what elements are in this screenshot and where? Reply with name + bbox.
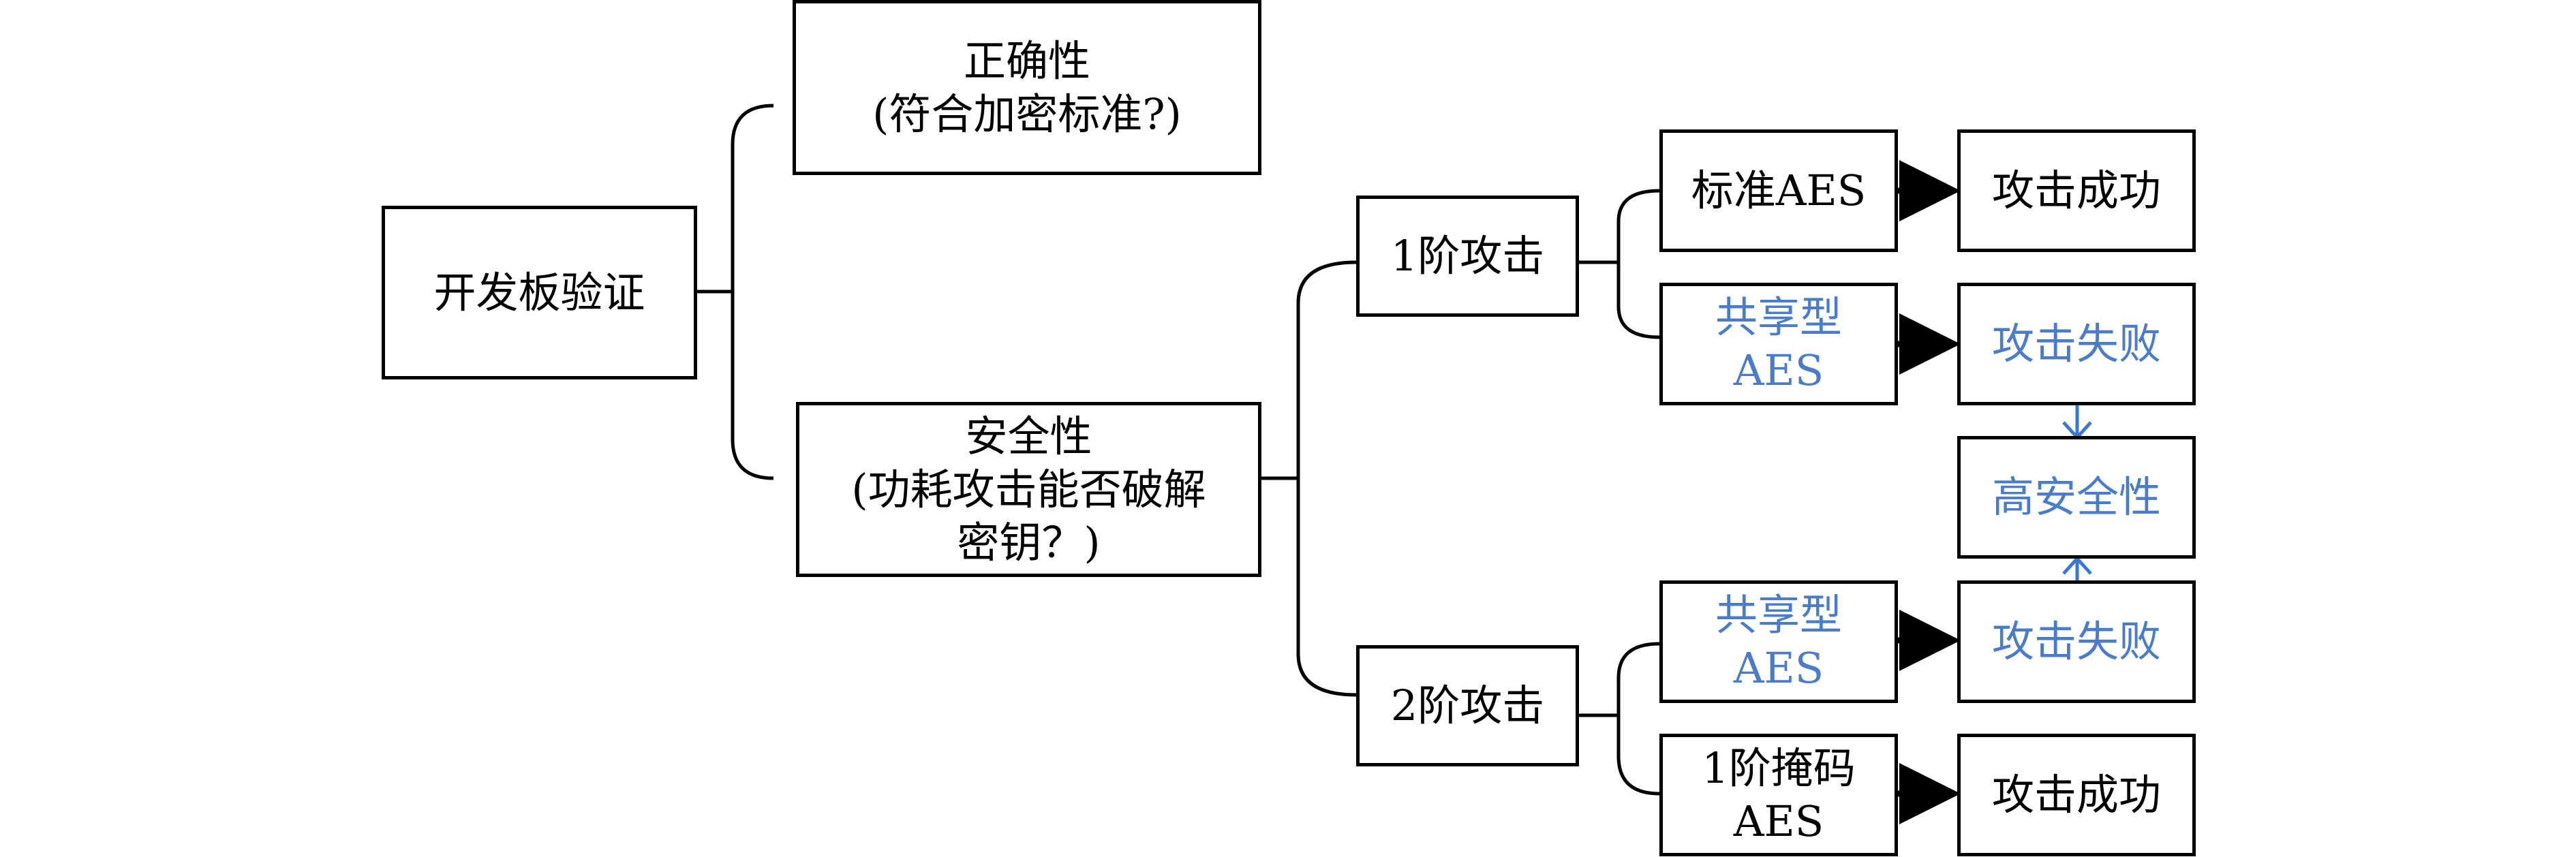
node-std-aes-text: 标准AES — [1691, 166, 1867, 215]
node-correctness-title: 正确性 — [963, 35, 1090, 86]
node-result-fail-1: 攻击失败 — [1957, 283, 2196, 405]
attack2-branch-connector — [1578, 642, 1660, 796]
node-root: 开发板验证 — [382, 206, 697, 379]
node-attack1-text: 1阶攻击 — [1390, 231, 1545, 281]
node-mask-aes-line1: 1阶掩码 — [1702, 743, 1856, 793]
node-result-success-2: 攻击成功 — [1957, 734, 2196, 856]
node-high-security-text: 高安全性 — [1991, 472, 2161, 522]
node-result-success-1: 攻击成功 — [1957, 129, 2196, 252]
node-high-security: 高安全性 — [1957, 436, 2196, 559]
node-shared-aes-1: 共享型 AES — [1659, 283, 1898, 405]
node-mask-aes: 1阶掩码 AES — [1659, 734, 1898, 856]
node-correctness-subtitle: (符合加密标准?) — [872, 89, 1182, 139]
node-security: 安全性 (功耗攻击能否破解 密钥？) — [796, 402, 1261, 577]
node-security-subtitle-1: (功耗攻击能否破解 — [851, 464, 1206, 514]
node-shared-aes-2-line1: 共享型 — [1715, 590, 1842, 640]
node-shared-aes-1-line2: AES — [1733, 345, 1824, 395]
node-shared-aes-2: 共享型 AES — [1659, 580, 1898, 703]
security-branch-connector — [1259, 260, 1357, 697]
node-shared-aes-2-line2: AES — [1733, 643, 1824, 693]
node-correctness: 正确性 (符合加密标准?) — [793, 0, 1261, 175]
node-result-success-2-text: 攻击成功 — [1991, 770, 2161, 820]
arrow-fail2-to-high-security — [2062, 556, 2092, 582]
node-result-success-1-text: 攻击成功 — [1991, 166, 2161, 215]
attack1-branch-connector — [1578, 189, 1660, 339]
root-branch-connector — [695, 104, 774, 480]
node-security-title: 安全性 — [965, 411, 1092, 461]
node-security-subtitle-2: 密钥？) — [957, 517, 1101, 567]
arrow-fail1-to-high-security — [2062, 404, 2092, 440]
node-attack1: 1阶攻击 — [1356, 196, 1579, 317]
node-root-text: 开发板验证 — [433, 267, 645, 317]
node-result-fail-1-text: 攻击失败 — [1991, 319, 2161, 369]
node-mask-aes-line2: AES — [1733, 796, 1824, 846]
node-attack2: 2阶攻击 — [1356, 645, 1579, 766]
node-result-fail-2: 攻击失败 — [1957, 580, 2196, 703]
node-result-fail-2-text: 攻击失败 — [1991, 617, 2161, 666]
node-shared-aes-1-line1: 共享型 — [1715, 292, 1842, 342]
node-std-aes: 标准AES — [1659, 129, 1898, 252]
node-attack2-text: 2阶攻击 — [1390, 681, 1545, 730]
